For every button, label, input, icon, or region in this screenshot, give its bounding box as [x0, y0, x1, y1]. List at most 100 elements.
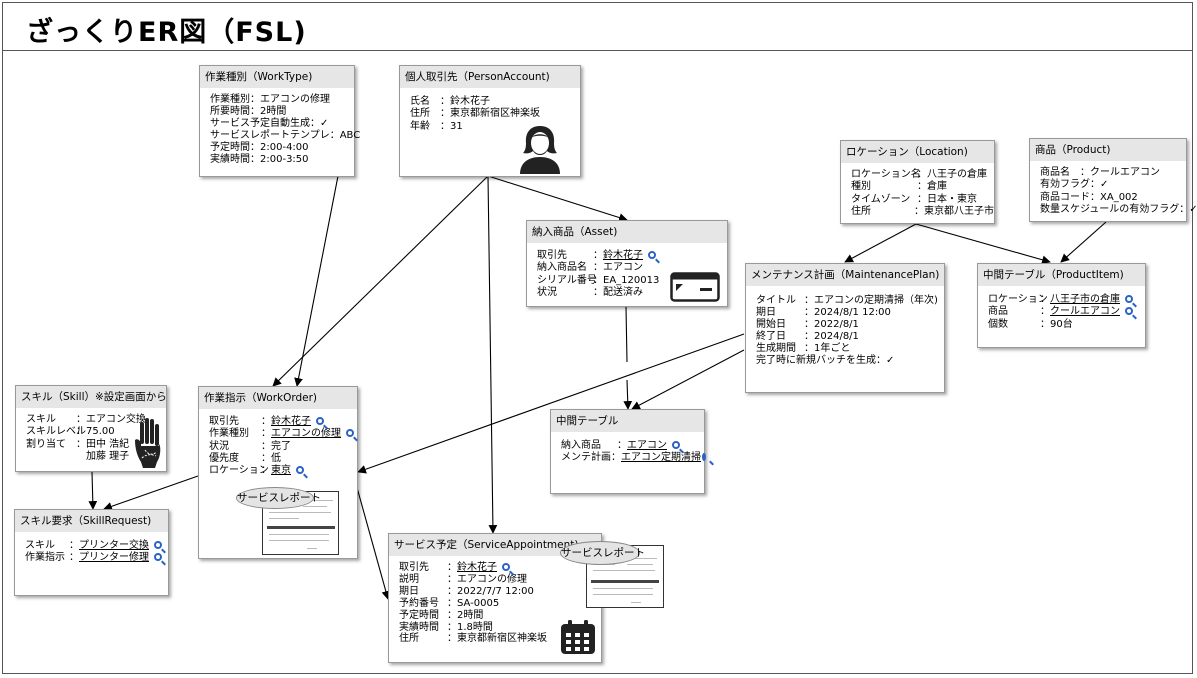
entity-serviceappointment: サービス予定（ServiceAppointment) 取引先：鈴木花子 説明：エ…: [388, 533, 602, 663]
edge-workorder-skillrequest: [103, 475, 199, 511]
field-label: スキルレベル: [26, 426, 86, 438]
field-value: ：倉庫: [917, 181, 947, 193]
edge-product-productitem: [1060, 221, 1107, 263]
entity-product: 商品（Product) 商品名 ：クールエアコン 有効フラグ：✓ 商品コード：X…: [1029, 138, 1197, 222]
field-label: [26, 451, 76, 463]
search-icon[interactable]: [648, 251, 656, 259]
field-label: 住所: [399, 633, 419, 645]
field-label: 年齢: [410, 120, 430, 132]
edge-maintplan-workorder: [357, 333, 745, 474]
field-row: 有効フラグ：✓: [1040, 179, 1109, 191]
search-icon[interactable]: [316, 417, 324, 425]
field-label: 取引先: [209, 416, 239, 427]
field-row: 実績時間：2:00-3:50: [210, 154, 309, 166]
field-label: メンテ計画: [561, 452, 611, 464]
search-icon[interactable]: [1125, 295, 1133, 303]
edge-skill-skillrequest: [88, 471, 98, 510]
field-label: 生成期間: [756, 343, 796, 355]
lookup-link[interactable]: エアコン: [627, 440, 667, 451]
lookup-link[interactable]: 八王子市の倉庫: [1050, 294, 1120, 305]
field-value: ：: [261, 428, 271, 440]
field-label: 個数: [988, 318, 1008, 330]
entity-header: 個人取引先（PersonAccount): [405, 71, 550, 83]
field-value: ：31: [440, 120, 463, 132]
field-value: ：低: [261, 452, 281, 464]
edge-person-serviceappt: [487, 175, 498, 534]
field-label: 作業指示: [25, 552, 65, 564]
field-value: ：2022/7/7 12:00: [447, 585, 534, 597]
field-value: ：1.8時間: [447, 621, 493, 633]
field-label: 優先度: [209, 452, 239, 464]
search-icon[interactable]: [154, 541, 162, 549]
field-value: ：2024/8/1: [804, 331, 859, 343]
field-value: ：: [69, 540, 79, 551]
field-value: ：エアコン交換: [76, 414, 146, 425]
field-label: タイトル: [756, 295, 796, 306]
field-label: 期日: [399, 585, 419, 597]
field-label: スキル: [26, 414, 56, 425]
entity-header: 作業種別（WorkType): [205, 71, 313, 83]
search-icon[interactable]: [502, 563, 510, 571]
field-value: ：: [261, 465, 271, 477]
lookup-link[interactable]: プリンター交換: [79, 540, 149, 551]
calendar-icon: [561, 620, 595, 654]
person-icon: [520, 126, 560, 174]
field-row: 予定時間：2:00-4:00: [210, 142, 309, 154]
service-report-badge: サービスレポート: [236, 487, 321, 509]
lookup-link[interactable]: エアコンの修理: [271, 428, 341, 440]
field-value: ：田中 浩紀: [76, 438, 130, 450]
field-label: 住所: [851, 205, 871, 217]
entity-personaccount: 個人取引先（PersonAccount) 氏名：鈴木花子 住所：東京都新宿区神楽…: [399, 65, 581, 177]
lookup-link[interactable]: 東京: [271, 465, 291, 477]
field-value: ：: [1040, 294, 1050, 305]
page-title: ざっくりER図（FSL): [26, 17, 307, 48]
field-label: 取引先: [399, 562, 429, 573]
field-label: 期日: [756, 307, 776, 319]
search-icon[interactable]: [672, 441, 680, 449]
field-label: 説明: [399, 573, 419, 585]
lookup-link[interactable]: 鈴木花子: [271, 416, 311, 427]
search-icon[interactable]: [1125, 307, 1133, 316]
lookup-link[interactable]: プリンター修理: [79, 552, 149, 564]
field-value: ：SA-0005: [447, 597, 500, 609]
service-report-badge: サービスレポート: [560, 541, 645, 565]
hand-icon: [135, 418, 161, 468]
search-icon[interactable]: [702, 453, 706, 462]
lookup-link[interactable]: 鈴木花子: [603, 250, 643, 261]
field-label: 取引先: [537, 250, 567, 261]
search-icon[interactable]: [296, 466, 304, 475]
field-row: 商品名 ：クールエアコン: [1040, 167, 1160, 178]
field-value: ：東京都八王子市: [914, 205, 994, 217]
field-value: ：配送済み: [593, 286, 643, 298]
entity-header: 納入商品（Asset): [532, 226, 618, 238]
lookup-link[interactable]: クールエアコン: [1050, 306, 1120, 318]
entity-maintenanceplan: メンテナンス計画（MaintenancePlan) タイトル：エアコンの定期清掃…: [745, 263, 945, 393]
field-row: サービスレポートテンプレ：ABC: [210, 130, 361, 142]
field-value: 加藤 理子: [76, 450, 130, 462]
field-value: ：東京都新宿区神楽坂: [440, 108, 540, 120]
edge-location-maintplan: [844, 223, 917, 263]
field-label: 状況: [209, 440, 229, 452]
entity-header: スキル（Skill）※設定画面から: [21, 391, 166, 403]
field-label: 状況: [537, 286, 557, 298]
field-value: ：エアコン: [593, 262, 643, 274]
edge-workorder-serviceappt: [355, 483, 391, 600]
field-label: 種別: [851, 181, 871, 193]
field-row: 作業種別：エアコンの修理: [210, 94, 330, 105]
lookup-link[interactable]: 鈴木花子: [457, 562, 497, 573]
entity-location: ロケーション（Location) ロケーション名：八王子の倉庫 種別：倉庫 タイ…: [840, 140, 995, 224]
field-value: ：: [447, 562, 457, 573]
field-value: ：2022/8/1: [804, 319, 859, 331]
field-value: ：: [593, 250, 603, 261]
credit-card-icon: [670, 272, 720, 302]
field-label: 納入商品名: [537, 262, 587, 274]
field-row: 完了時に新規バッチを生成：✓: [756, 355, 895, 367]
search-icon[interactable]: [154, 553, 162, 562]
edge-person-workorder: [272, 175, 489, 387]
search-icon[interactable]: [346, 429, 354, 438]
lookup-link[interactable]: エアコン定期清掃: [621, 452, 701, 464]
field-label: 氏名: [410, 96, 430, 107]
edge-person-asset: [487, 175, 628, 222]
field-label: 割り当て: [26, 438, 66, 450]
